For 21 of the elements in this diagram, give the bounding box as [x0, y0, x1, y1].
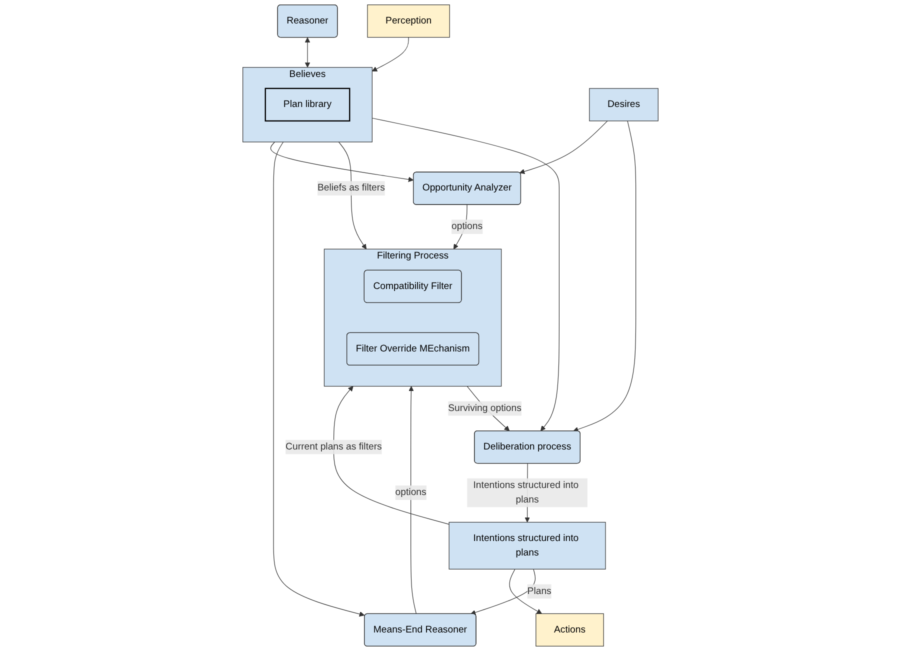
- edge-label: Current plans as filters: [286, 442, 382, 452]
- arrow: [519, 120, 608, 174]
- node-box: Perception: [367, 4, 450, 38]
- node-box: Plan library: [264, 88, 350, 122]
- arrow: [270, 142, 414, 182]
- edge-label: options: [395, 487, 426, 498]
- edge-label: options: [452, 221, 483, 232]
- arrow: [408, 386, 417, 614]
- arrow: [509, 568, 542, 614]
- arrow: [333, 386, 450, 525]
- arrow: [372, 37, 409, 72]
- node-box: Desires: [589, 88, 658, 122]
- node-box: Intentions structured into plans: [448, 522, 606, 570]
- arrow: [273, 142, 365, 617]
- edge-label: Intentions structured into plans: [473, 480, 579, 505]
- arrow: [573, 120, 636, 432]
- edge-label: Surviving options: [448, 403, 522, 414]
- edge-label: Beliefs as filters: [318, 182, 385, 194]
- node-box: Actions: [536, 613, 604, 646]
- arrow: [304, 37, 310, 68]
- edge-label: Plans: [527, 586, 552, 596]
